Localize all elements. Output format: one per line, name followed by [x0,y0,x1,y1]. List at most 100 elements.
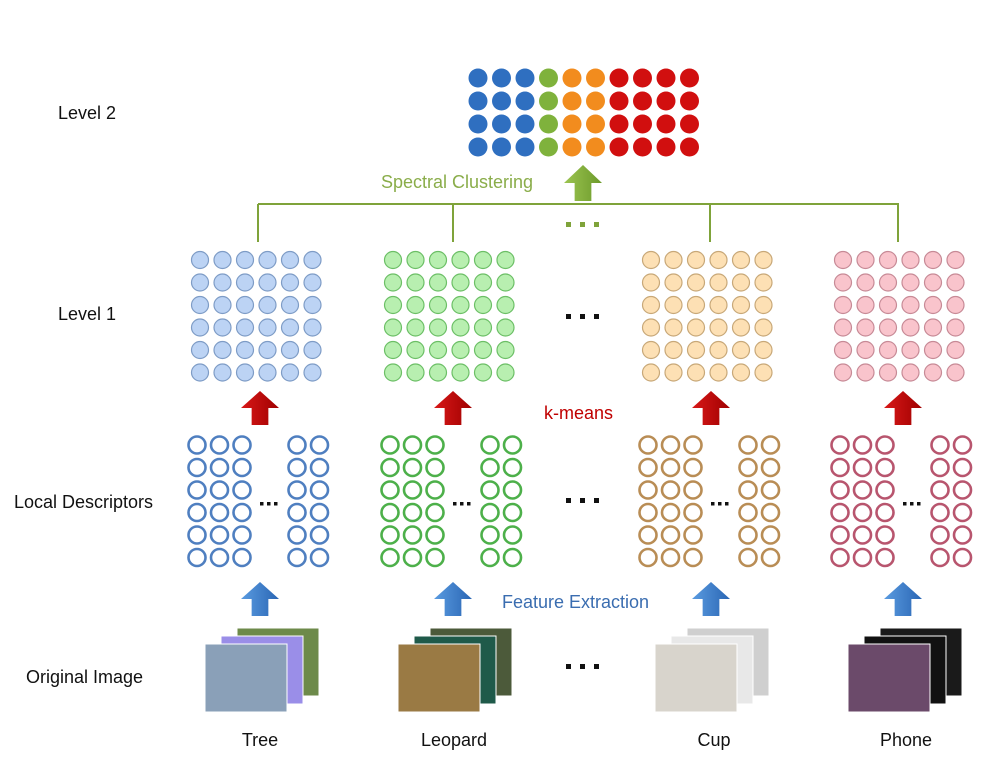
level-1-node [664,273,683,292]
image-stack-cup [654,627,770,713]
level-2-node [562,114,582,134]
local-descriptor [930,435,950,455]
local-descriptor [287,547,307,568]
image-stack-tree [204,627,320,713]
connector-lines [257,203,899,242]
local-descriptor [738,480,758,500]
local-descriptor [402,502,423,523]
local-descriptor [930,480,950,500]
ellipsis-dot-level-1 [566,314,571,319]
level-2-node [680,91,699,111]
level-2-node [609,114,629,134]
class-label-cup: Cup [697,730,731,750]
level-1-node [901,318,920,337]
level-1-node [923,273,943,292]
ellipsis-dot [453,502,457,506]
level-1-node [473,340,493,360]
level-1-node [280,363,300,382]
level-1-node [383,295,403,315]
local-descriptor [930,547,950,568]
level-1-node [473,273,493,292]
local-descriptor [209,457,230,478]
ellipsis-dot-images [566,664,571,669]
local-descriptor [502,480,523,500]
level-1-node [731,295,751,315]
level-1-node [383,340,403,360]
level-1-node [664,363,683,382]
ellipsis-dot-spectral [566,222,571,227]
ellipsis-dot-spectral [594,222,599,227]
level-1-node [383,273,403,292]
local-descriptor [209,525,230,545]
spectral-clustering-arrow [564,165,602,201]
k-means-arrow [241,391,279,425]
local-descriptor [309,525,330,545]
image-stack-phone [847,627,963,713]
local-descriptor [425,480,445,500]
local-descriptor [480,502,500,523]
level-1-grid-cup [641,250,773,382]
local-descriptor [638,502,658,523]
ellipsis-dot-images [594,664,599,669]
local-descriptor [660,435,681,455]
local-descriptor [402,480,423,500]
local-descriptor [187,547,207,568]
label-k-means: k-means [544,403,614,423]
local-descriptor [683,480,703,500]
local-descriptor [930,502,950,523]
level-1-node [383,363,403,382]
local-descriptor [852,457,873,478]
ellipsis-dot [460,502,464,506]
level-1-node [878,363,898,382]
local-descriptor [738,435,758,455]
label-spectral-clustering: Spectral Clustering [381,172,534,192]
local-descriptor [760,435,781,455]
ellipses [566,222,599,669]
level-1-node [473,318,493,337]
local-descriptor [760,547,781,568]
level-1-node [383,318,403,337]
local-descriptor [380,435,400,455]
level-2-node [633,137,652,157]
level-1-node [833,318,853,337]
ellipsis-dot [260,502,264,506]
level-2-node [468,68,488,88]
level-1-node [303,340,322,360]
ellipsis-dot-local [594,498,599,503]
level-1-node [473,363,493,382]
level-1-node [451,250,470,270]
local-descriptor [760,502,781,523]
level-1-node [190,363,210,382]
level-1-node [923,318,943,337]
level-1-node [213,340,232,360]
level-1-node [901,295,920,315]
local-descriptor [683,547,703,568]
local-descriptor [425,435,445,455]
local-descriptor [875,480,895,500]
level-1-node [406,273,425,292]
level-2-node [680,68,699,88]
level-2-node [609,137,629,157]
level-1-node [856,340,875,360]
local-descriptor [425,547,445,568]
local-descriptor [738,547,758,568]
level-1-node [641,273,661,292]
label-level-2: Level 2 [58,103,117,123]
level-1-node [946,295,965,315]
level-1-node [878,273,898,292]
local-descriptor [232,457,252,478]
level-1-node [833,340,853,360]
level-1-node [303,318,322,337]
level-1-node [878,318,898,337]
local-descriptor [830,547,850,568]
ellipsis-dot [467,502,471,506]
level-2-node [492,137,511,157]
level-1-node [496,363,515,382]
local-descriptor [209,480,230,500]
level-1-node [856,273,875,292]
local-descriptor [187,480,207,500]
level-1-node [406,363,425,382]
original-images [204,627,963,713]
